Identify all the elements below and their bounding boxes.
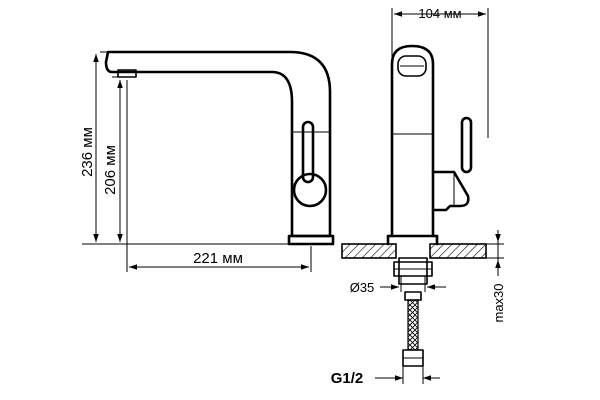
faucet-front-body bbox=[390, 44, 435, 238]
lever-housing bbox=[431, 170, 470, 212]
connection-thread-label: G1/2 bbox=[331, 370, 364, 387]
max-thickness-label: max30 bbox=[491, 283, 506, 322]
lever-knob bbox=[292, 172, 328, 208]
mounting-shank bbox=[398, 257, 428, 285]
worktop-left bbox=[341, 243, 397, 259]
flexible-hose bbox=[407, 299, 419, 351]
front-view: 104 мм Ø35 G1/2 max30 bbox=[331, 6, 506, 387]
overall-height-label: 236 мм bbox=[79, 127, 96, 177]
faucet-side-outline bbox=[104, 50, 332, 238]
spout-height-label: 206 мм bbox=[102, 145, 119, 195]
hose-fitting-top bbox=[404, 291, 422, 301]
worktop-right bbox=[429, 243, 487, 259]
side-view: 236 мм 206 мм 221 мм bbox=[79, 50, 335, 272]
base-diameter-label: Ø35 bbox=[350, 280, 375, 295]
outlet-detail bbox=[397, 55, 427, 77]
spout-reach-label: 221 мм bbox=[193, 250, 243, 267]
lever-handle-front bbox=[460, 116, 473, 174]
body-width-label: 104 мм bbox=[418, 6, 461, 21]
base-ring bbox=[287, 234, 335, 246]
lever-handle bbox=[301, 120, 315, 184]
